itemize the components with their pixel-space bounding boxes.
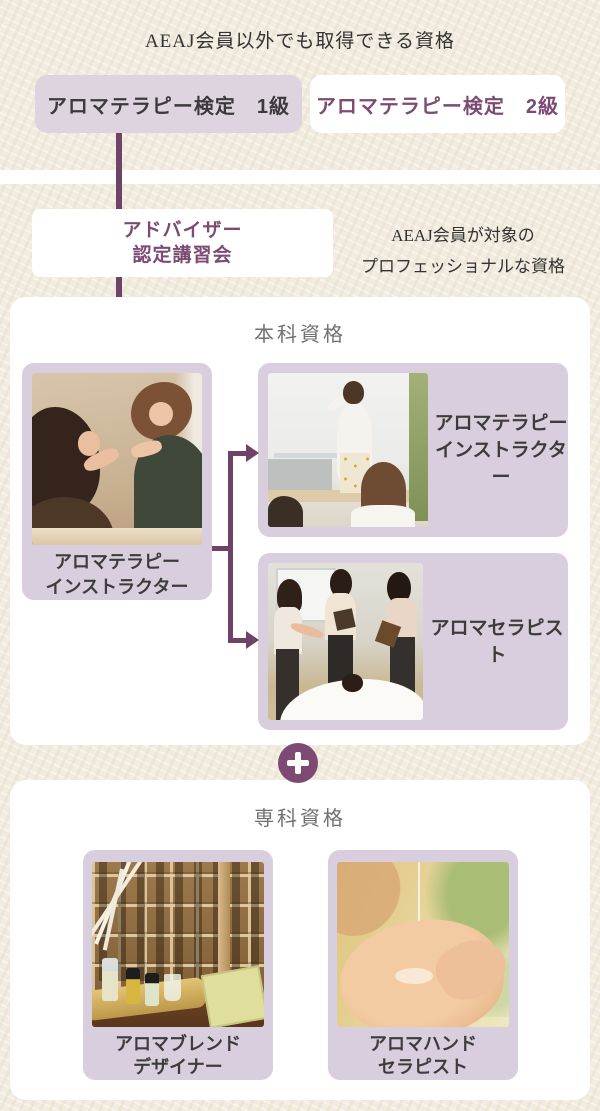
photo-shape <box>200 965 264 1027</box>
connector-vertical-line <box>228 451 233 643</box>
arrow-head-right-bottom <box>246 631 259 649</box>
aeaj-member-note-line2: プロフェッショナルな資格 <box>361 257 565 276</box>
photo-shape <box>77 431 100 456</box>
photo-shape <box>164 974 182 1001</box>
section-divider-strip <box>0 170 600 184</box>
kentei-level1-box[interactable]: アロマテラピー検定 1級 <box>35 75 302 133</box>
advisor-course-box[interactable]: アドバイザー 認定講習会 <box>32 209 333 277</box>
kentei-level1-label: アロマテラピー検定 1級 <box>46 95 291 118</box>
plus-icon <box>278 743 318 783</box>
advisor-label-line2: 認定講習会 <box>132 245 233 266</box>
photo-shape <box>387 572 411 604</box>
blend-designer-label-line1: アロマブレンド <box>115 1034 241 1054</box>
blend-designer-label-line2: デザイナー <box>133 1057 223 1077</box>
photo-aromatherapy-massage-training <box>268 563 423 720</box>
photo-shape <box>330 569 352 598</box>
instructor-card-label: アロマテラピー インストラクター <box>434 363 568 537</box>
photo-shape <box>417 862 421 948</box>
honka-section: 本科資格 アロマテラピー インストラクター アロマテラピー インストラクター <box>10 297 590 745</box>
senka-section: 専科資格 アロマブレンド デザイナー アロマハンド セラピスト <box>10 780 590 1100</box>
hand-therapist-label-line1: アロマハンド <box>369 1034 477 1054</box>
photo-shape <box>395 967 434 985</box>
photo-shape <box>268 496 304 527</box>
kentei-level2-box[interactable]: アロマテラピー検定 2級 <box>310 75 565 133</box>
hand-therapist-card[interactable]: アロマハンド セラピスト <box>328 850 518 1080</box>
aeaj-member-note-line1: AEAJ会員が対象の <box>391 226 535 245</box>
photo-two-women-smelling-aroma-samples <box>32 373 202 545</box>
photo-shape <box>274 453 339 458</box>
therapist-card-label-text: アロマセラピスト <box>430 617 564 666</box>
connector-branch-bottom <box>230 638 246 643</box>
top-section-title: AEAJ会員以外でも取得できる資格 <box>144 31 456 52</box>
photo-shape <box>351 505 416 527</box>
instructor-card-label-line2: インストラクター <box>435 439 567 488</box>
honka-section-title: 本科資格 <box>254 324 346 346</box>
therapist-card-label: アロマセラピスト <box>426 553 568 730</box>
root-card-label-line2: インストラクター <box>45 577 189 597</box>
root-qualification-card[interactable]: アロマテラピー インストラクター <box>22 363 212 600</box>
instructor-card-label-line1: アロマテラピー <box>434 412 568 434</box>
photo-shape <box>102 957 118 1001</box>
photo-shape <box>332 608 355 631</box>
photo-instructor-teaching-at-whiteboard <box>268 373 428 527</box>
photo-essential-oil-blending-shelf <box>92 862 264 1027</box>
root-card-label-line1: アロマテラピー <box>54 552 180 572</box>
photo-hand-with-massage-oil <box>337 862 509 1027</box>
hand-therapist-label: アロマハンド セラピスト <box>328 1033 518 1079</box>
photo-shape <box>149 402 174 427</box>
root-card-label: アロマテラピー インストラクター <box>22 550 212 600</box>
photo-shape <box>32 527 202 545</box>
photo-shape <box>126 967 141 1004</box>
photo-shape <box>145 972 160 1006</box>
therapist-qualification-card[interactable]: アロマセラピスト <box>258 553 568 730</box>
senka-section-title: 専科資格 <box>254 808 346 830</box>
photo-shape <box>342 674 363 692</box>
aeaj-member-note: AEAJ会員が対象の プロフェッショナルな資格 <box>333 220 593 282</box>
connector-branch-top <box>230 451 246 456</box>
instructor-qualification-card[interactable]: アロマテラピー インストラクター <box>258 363 568 537</box>
photo-shape <box>343 380 364 404</box>
connector-stub <box>212 546 230 551</box>
blend-designer-label: アロマブレンド デザイナー <box>83 1033 273 1079</box>
arrow-head-right-top <box>246 444 259 462</box>
kentei-level2-label: アロマテラピー検定 2級 <box>315 95 560 118</box>
advisor-label-line1: アドバイザー <box>122 220 243 241</box>
hand-therapist-label-line2: セラピスト <box>378 1057 468 1077</box>
blend-designer-card[interactable]: アロマブレンド デザイナー <box>83 850 273 1080</box>
photo-shape <box>408 373 428 521</box>
